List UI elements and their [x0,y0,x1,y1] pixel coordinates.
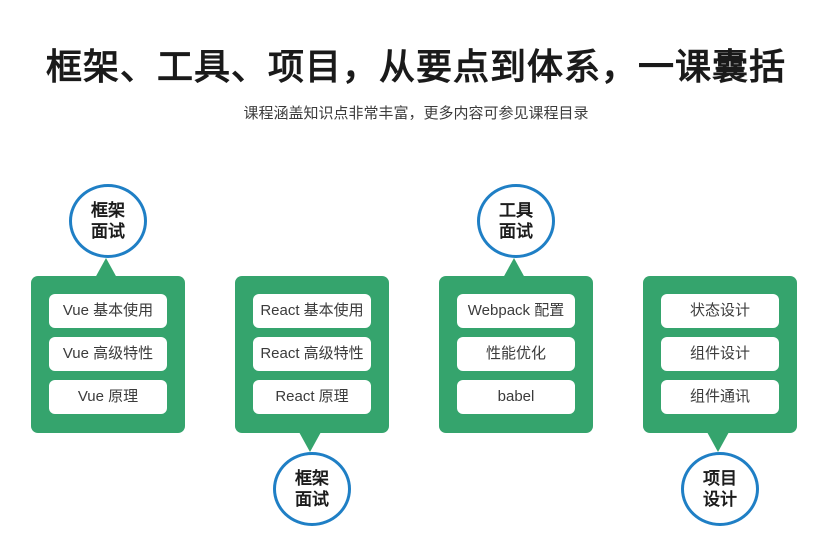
bubble-framework-interview-1[interactable]: 框架 面试 [69,184,147,258]
topic-chip[interactable]: babel [457,380,575,414]
topic-chip[interactable]: Vue 高级特性 [49,337,167,371]
bubble-label-line2: 面试 [91,222,125,241]
topic-chip[interactable]: 组件通讯 [661,380,779,414]
topic-panel-vue: Vue 基本使用 Vue 高级特性 Vue 原理 [31,276,185,433]
topic-chip[interactable]: React 基本使用 [253,294,371,328]
topic-chip[interactable]: 组件设计 [661,337,779,371]
topic-panel-react: React 基本使用 React 高级特性 React 原理 [235,276,389,433]
page-header: 框架、工具、项目，从要点到体系，一课囊括 课程涵盖知识点非常丰富，更多内容可参见… [0,0,832,124]
bubble-label-line2: 设计 [703,490,737,509]
topic-panel-project-design: 状态设计 组件设计 组件通讯 [643,276,797,433]
bubble-label-line1: 工具 [499,201,533,220]
diagram-column-3: 工具 面试 Webpack 配置 性能优化 babel [416,0,616,560]
bubble-label-line1: 框架 [295,469,329,488]
connector-triangle-down-icon [707,432,729,452]
topic-chip[interactable]: Webpack 配置 [457,294,575,328]
diagram-column-2: React 基本使用 React 高级特性 React 原理 框架 面试 [212,0,412,560]
topic-chip[interactable]: React 高级特性 [253,337,371,371]
bubble-label-line1: 框架 [91,201,125,220]
topic-panel-tools: Webpack 配置 性能优化 babel [439,276,593,433]
topic-chip[interactable]: 状态设计 [661,294,779,328]
connector-triangle-up-icon [95,258,117,278]
bubble-framework-interview-2[interactable]: 框架 面试 [273,452,351,526]
bubble-label-line2: 面试 [499,222,533,241]
bubble-label-line1: 项目 [703,469,737,488]
topic-chip[interactable]: React 原理 [253,380,371,414]
page-title: 框架、工具、项目，从要点到体系，一课囊括 [45,46,786,87]
diagram-column-4: 状态设计 组件设计 组件通讯 项目 设计 [620,0,820,560]
diagram-column-1: 框架 面试 Vue 基本使用 Vue 高级特性 Vue 原理 [8,0,208,560]
bubble-label-line2: 面试 [295,490,329,509]
bubble-project-design[interactable]: 项目 设计 [681,452,759,526]
bubble-tool-interview[interactable]: 工具 面试 [477,184,555,258]
topic-chip[interactable]: 性能优化 [457,337,575,371]
connector-triangle-down-icon [299,432,321,452]
topic-chip[interactable]: Vue 原理 [49,380,167,414]
connector-triangle-up-icon [503,258,525,278]
page-subtitle: 课程涵盖知识点非常丰富，更多内容可参见课程目录 [243,105,589,122]
topic-chip[interactable]: Vue 基本使用 [49,294,167,328]
